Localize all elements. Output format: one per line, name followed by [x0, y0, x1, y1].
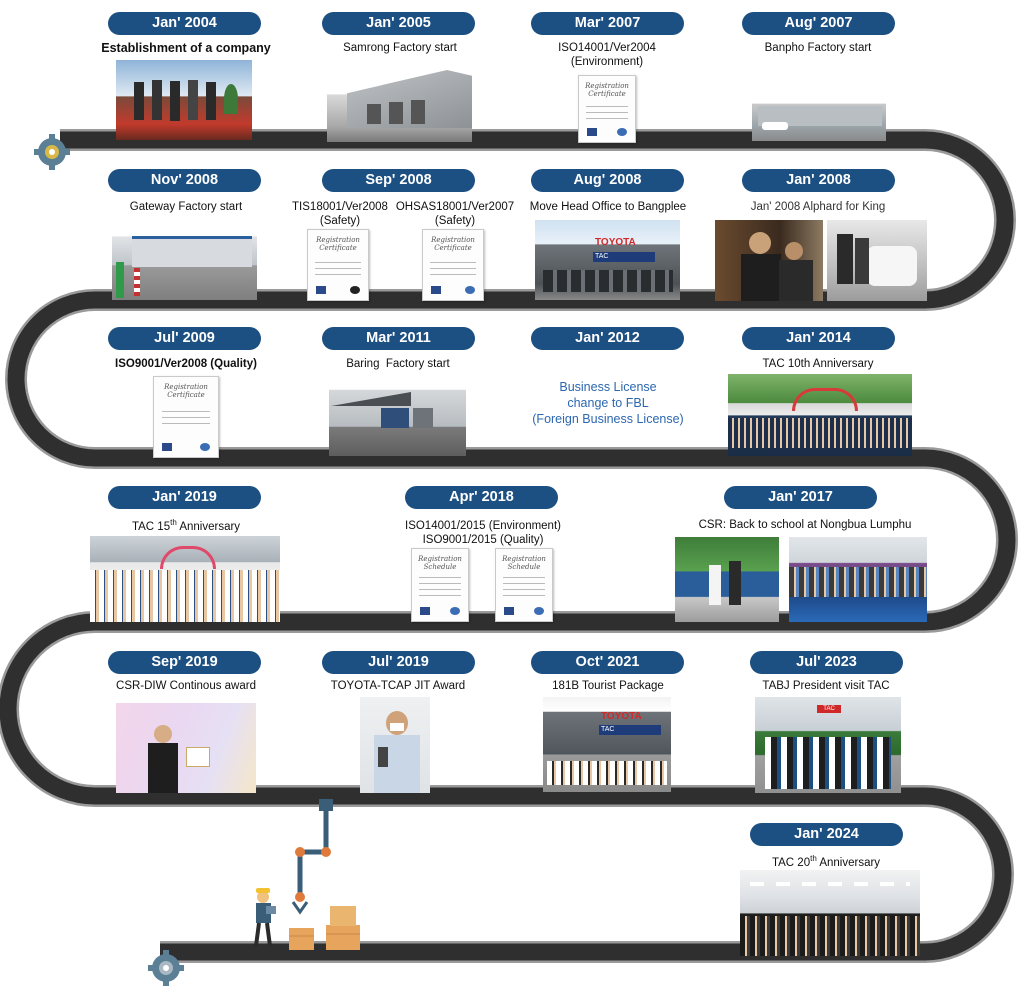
date-badge-oct-2021: Oct' 2021 [531, 651, 684, 674]
photo-csr-school-2 [789, 537, 927, 622]
photo-alphard-king-1 [715, 220, 823, 301]
date-badge-jul-2023: Jul' 2023 [750, 651, 903, 674]
photo-181b-tourist: TOYOTA TAC [543, 697, 671, 792]
date-badge-aug-2008: Aug' 2008 [531, 169, 684, 192]
date-badge-jan-2014: Jan' 2014 [742, 327, 895, 350]
date-badge-jan-2008: Jan' 2008 [742, 169, 895, 192]
caption-iso14001-2004: ISO14001/Ver2004(Environment) [558, 42, 656, 68]
certificate-iso14001-2015: Registration Schedule [411, 548, 469, 622]
certificate-iso9001-2015: Registration Schedule [495, 548, 553, 622]
caption-iso9001-2008: ISO9001/Ver2008 (Quality) [115, 358, 257, 370]
caption-tac-20th: TAC 20th Anniversary [771, 854, 881, 869]
date-badge-jan-2004: Jan' 2004 [108, 12, 261, 35]
start-gear-icon [34, 134, 70, 170]
certificate-iso9001-2008: Registration Certificate [153, 376, 219, 458]
photo-jit-award [360, 697, 430, 793]
caption-samrong: Samrong Factory start [343, 42, 457, 54]
photo-gateway-factory [112, 222, 257, 300]
photo-head-office: TOYOTA TAC [535, 220, 680, 300]
caption-head-office: Move Head Office to Bangplee [529, 201, 687, 213]
end-gear-icon [148, 950, 184, 986]
date-badge-jul-2009: Jul' 2009 [108, 327, 261, 350]
photo-csr-diw-award [116, 703, 256, 793]
caption-csr-nongbua: CSR: Back to school at Nongbua Lumphu [698, 519, 912, 531]
date-badge-jan-2024: Jan' 2024 [750, 823, 903, 846]
caption-tabj-president: TABJ President visit TAC [762, 680, 890, 692]
certificate-tis18001: Registration Certificate [307, 229, 369, 301]
date-badge-mar-2007: Mar' 2007 [531, 12, 684, 35]
caption-tac-15th: TAC 15th Anniversary [131, 518, 241, 533]
caption-jit-award: TOYOTA-TCAP JIT Award [330, 680, 466, 692]
caption-baring: Baring Factory start [346, 358, 450, 370]
note-business-license: Business License change to FBL (Foreign … [532, 380, 684, 426]
date-badge-sep-2008: Sep' 2008 [322, 169, 475, 192]
factory-robot-illustration [254, 799, 360, 950]
caption-csr-diw: CSR-DIW Continous award [116, 680, 256, 692]
date-badge-apr-2018: Apr' 2018 [405, 486, 558, 509]
caption-iso-2015: ISO14001/2015 (Environment)ISO9001/2015 … [405, 520, 561, 546]
photo-establishment-ceremony [116, 60, 252, 140]
date-badge-aug-2007: Aug' 2007 [742, 12, 895, 35]
photo-tac-10th-anniversary [728, 374, 912, 456]
date-badge-mar-2011: Mar' 2011 [322, 327, 475, 350]
photo-tabj-president: TAC [755, 697, 901, 793]
caption-gateway: Gateway Factory start [129, 201, 243, 213]
photo-tac-20th-anniversary [740, 870, 920, 956]
date-badge-jan-2012: Jan' 2012 [531, 327, 684, 350]
photo-samrong-factory [327, 62, 472, 142]
photo-baring-factory [329, 382, 466, 456]
photo-tac-15th-anniversary [90, 536, 280, 622]
photo-banpho-factory [752, 94, 886, 141]
photo-alphard-king-2 [827, 220, 927, 301]
date-badge-nov-2008: Nov' 2008 [108, 169, 261, 192]
caption-tis18001: TIS18001/Ver2008(Safety) [292, 201, 388, 227]
date-badge-sep-2019: Sep' 2019 [108, 651, 261, 674]
caption-ohsas18001: OHSAS18001/Ver2007(Safety) [395, 201, 515, 227]
photo-csr-school-1 [675, 537, 779, 622]
date-badge-jul-2019: Jul' 2019 [322, 651, 475, 674]
caption-establishment: Establishment of a company [101, 41, 271, 55]
certificate-iso14001-2004: Registration Certificate [578, 75, 636, 143]
caption-181b-tourist: 181B Tourist Package [552, 680, 664, 692]
certificate-ohsas18001: Registration Certificate [422, 229, 484, 301]
caption-alphard: Jan' 2008 Alphard for King [750, 201, 886, 213]
caption-banpho: Banpho Factory start [764, 42, 872, 54]
date-badge-jan-2005: Jan' 2005 [322, 12, 475, 35]
date-badge-jan-2019: Jan' 2019 [108, 486, 261, 509]
caption-tac-10th: TAC 10th Anniversary [762, 358, 874, 370]
date-badge-jan-2017: Jan' 2017 [724, 486, 877, 509]
